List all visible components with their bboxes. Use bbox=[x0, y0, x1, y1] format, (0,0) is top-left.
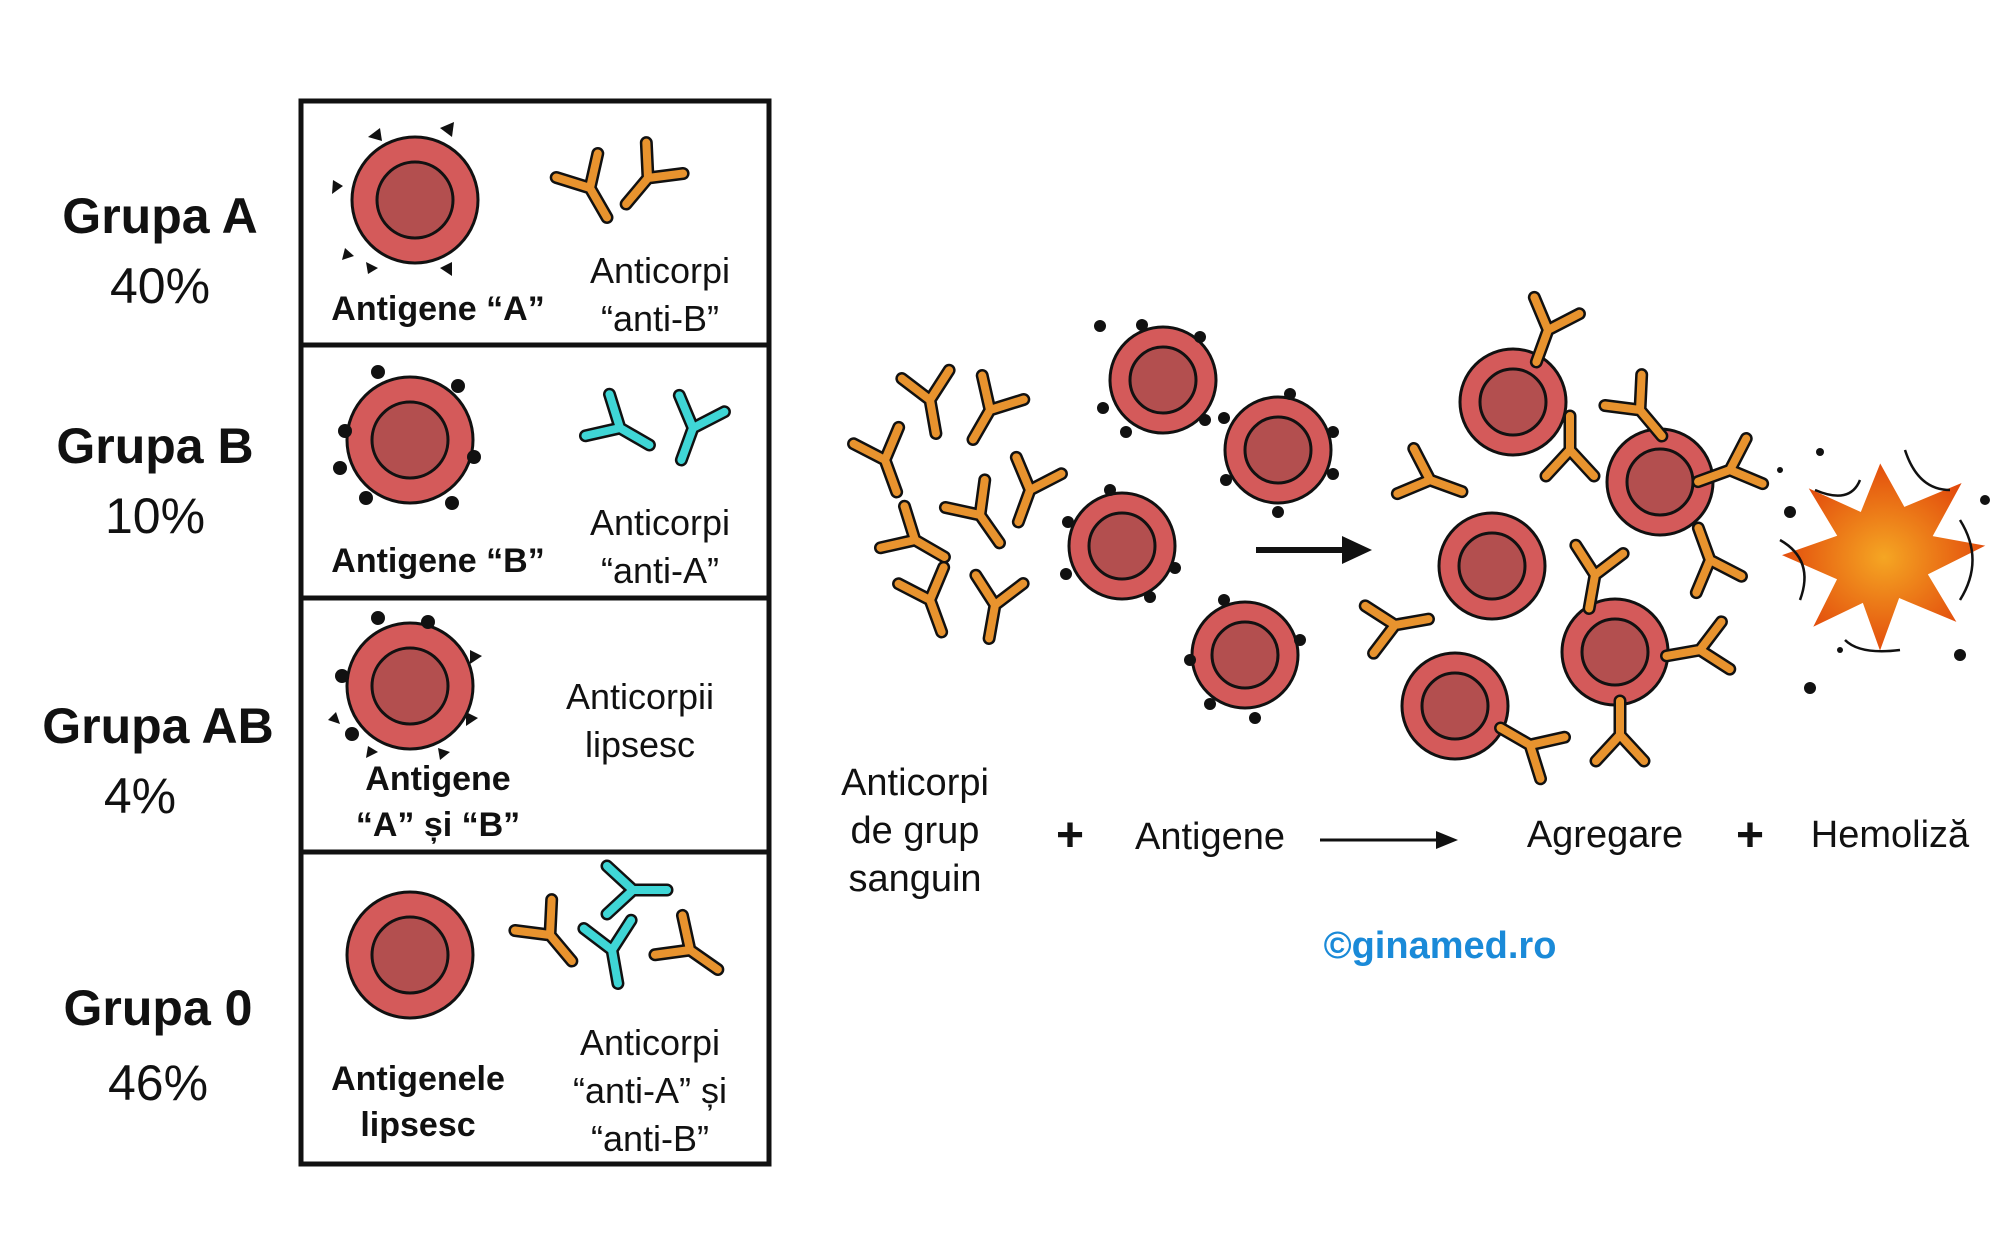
group-ab-label: Grupa AB bbox=[42, 698, 274, 754]
antibodies-both-line1: Anticorpi bbox=[579, 1022, 721, 1063]
antibody-anti-b-fill bbox=[556, 143, 683, 230]
antibody-anti-a-icon bbox=[585, 394, 724, 468]
antibody-anti-a-and-anti-b-icon bbox=[515, 866, 732, 989]
process-aggregation-label: Agregare bbox=[1526, 814, 1684, 856]
group-b-percent: 10% bbox=[104, 488, 206, 544]
process-antibodies-line3: sanguin bbox=[848, 858, 982, 900]
red-cell-no-antigen-icon bbox=[345, 890, 475, 1020]
hemolysis-burst-icon bbox=[1773, 448, 1995, 694]
blood-group-table bbox=[298, 98, 772, 1167]
group-a-percent: 40% bbox=[109, 258, 211, 314]
antibodies-absent-line1: Anticorpii bbox=[565, 676, 715, 717]
group-a-label: Grupa A bbox=[62, 188, 258, 244]
plus-sign-1: + bbox=[1055, 809, 1085, 862]
agglutination-cluster-icon bbox=[1365, 297, 1762, 778]
free-antibodies-icon bbox=[854, 370, 1062, 642]
arrow-right-icon bbox=[1256, 536, 1372, 564]
process-hemolysis-label: Hemoliză bbox=[1810, 814, 1970, 856]
antibodies-anti-a-line2: “anti-A” bbox=[600, 550, 720, 591]
group-0-percent: 46% bbox=[107, 1055, 209, 1111]
credit-watermark: ©ginamed.ro bbox=[1323, 925, 1557, 967]
plus-sign-2: + bbox=[1735, 809, 1765, 862]
process-antibodies-line1: Anticorpi bbox=[841, 762, 989, 804]
antibodies-absent-line2: lipsesc bbox=[584, 724, 696, 765]
antigen-ab-line2: “A” și “B” bbox=[355, 806, 521, 844]
antigen-absent-line2: lipsesc bbox=[360, 1106, 476, 1144]
antigen-cells-icon bbox=[1060, 319, 1339, 724]
antigen-absent-line1: Antigenele bbox=[331, 1060, 505, 1098]
antigen-b-label: Antigene “B” bbox=[331, 542, 545, 580]
process-antibodies-line2: de grup bbox=[850, 810, 980, 852]
process-antigens-label: Antigene bbox=[1134, 816, 1285, 858]
antibodies-anti-b-line2: “anti-B” bbox=[600, 298, 720, 339]
red-cell-antigen-a-icon bbox=[332, 122, 480, 276]
antibodies-anti-b-line1: Anticorpi bbox=[589, 250, 731, 291]
antibodies-both-line2: “anti-A” și bbox=[572, 1070, 728, 1111]
group-ab-percent: 4% bbox=[103, 768, 177, 824]
red-cell-antigen-ab-icon bbox=[328, 611, 482, 760]
group-0-label: Grupa 0 bbox=[63, 980, 253, 1036]
antibodies-anti-a-line1: Anticorpi bbox=[589, 502, 731, 543]
antigen-ab-line1: Antigene bbox=[365, 760, 511, 798]
group-b-label: Grupa B bbox=[56, 418, 254, 474]
red-cell-antigen-b-icon bbox=[333, 365, 481, 510]
antigen-a-label: Antigene “A” bbox=[331, 290, 545, 328]
antibodies-both-line3: “anti-B” bbox=[590, 1118, 710, 1159]
reaction-arrow-icon bbox=[1320, 831, 1458, 849]
